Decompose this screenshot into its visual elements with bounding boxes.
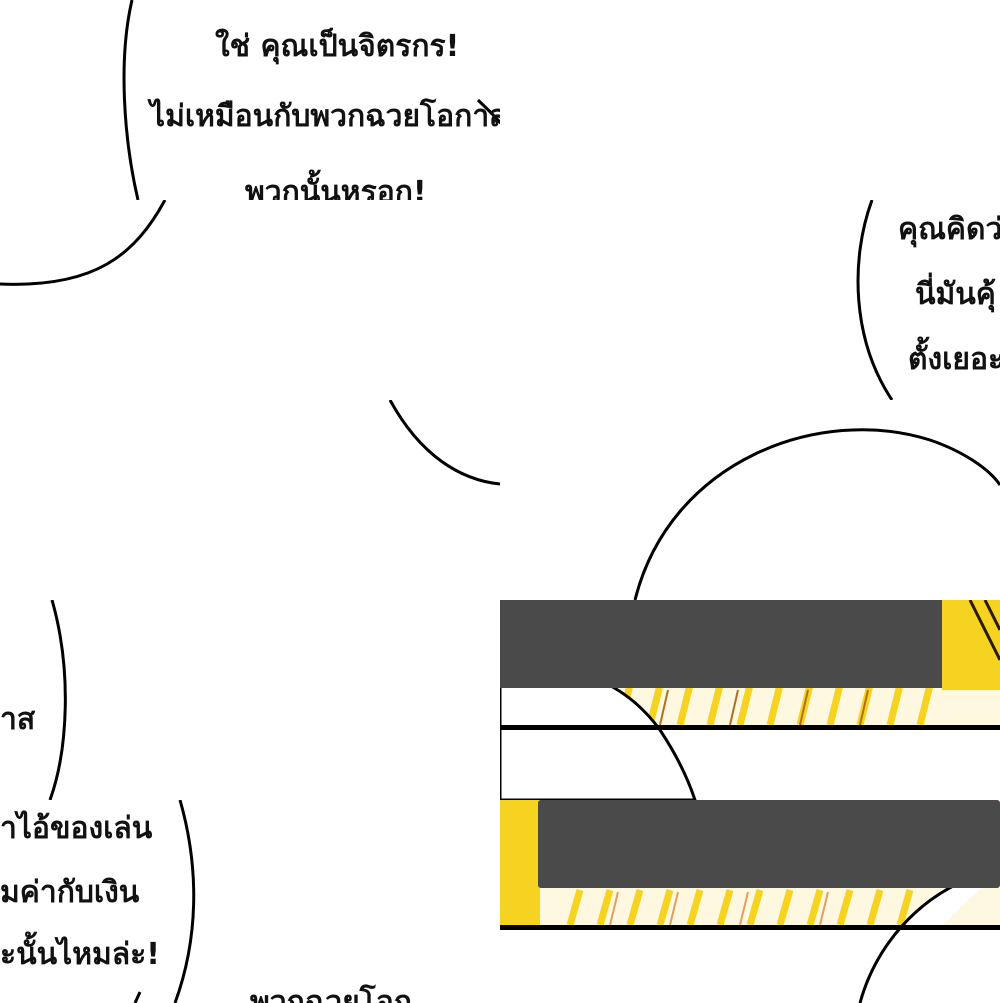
- panel-bottom-left-upper: าส: [0, 600, 500, 800]
- redaction-bar: [500, 600, 942, 688]
- panel-comic-lower: [500, 800, 1000, 1003]
- speech-bubble-outline: [0, 200, 167, 286]
- speech-bubble-outline: [122, 0, 500, 200]
- bubble-line-4: ะนั้นไหมล่ะ!: [0, 937, 160, 972]
- panel-middle: [0, 400, 500, 600]
- bubble-line-5: พวกฉวยโอก: [250, 985, 412, 1003]
- bubble-line-3: มค่ากับเงิน: [0, 875, 140, 910]
- redaction-bar: [538, 800, 1000, 888]
- bubble-line-2: ไม่เหมือนกับพวกฉวยโอกาส: [150, 99, 500, 134]
- speech-bubble-outline: [856, 200, 894, 400]
- bubble-line-1: คุณคิดว่: [898, 212, 1000, 247]
- bubble-line-2: ำไอ้ของเล่น: [0, 811, 153, 846]
- panel-divider: [500, 925, 1000, 930]
- speech-bubble-outline: [388, 400, 500, 486]
- panel-right-arc: [500, 400, 1000, 600]
- bubble-line-3: ตั้งเยอะ: [908, 342, 1000, 377]
- panel-top-left: ใช่ คุณเป็นจิตรกร! ไม่เหมือนกับพวกฉวยโอก…: [0, 0, 500, 200]
- panel-divider: [500, 725, 1000, 730]
- speech-bubble-outline: [633, 428, 1000, 600]
- speech-bubble-outline: [133, 800, 196, 1003]
- bubble-line-2: นี่มันคุ้: [915, 277, 996, 312]
- bubble-line-3: พวกนั้นหรอก!: [245, 175, 427, 201]
- panel-bottom-left-lower: ำไอ้ของเล่น มค่ากับเงิน ะนั้นไหมล่ะ! พวก…: [0, 800, 500, 1003]
- panel-top-right: คุณคิดว่ นี่มันคุ้ ตั้งเยอะ: [500, 200, 1000, 400]
- bubble-line-1: ใช่ คุณเป็นจิตรกร!: [215, 29, 460, 64]
- bubble-line-1: าส: [0, 702, 36, 737]
- speech-bubble-outline: [48, 600, 67, 800]
- panel-mid-left: [0, 200, 500, 400]
- panel-comic-upper: [500, 600, 1000, 800]
